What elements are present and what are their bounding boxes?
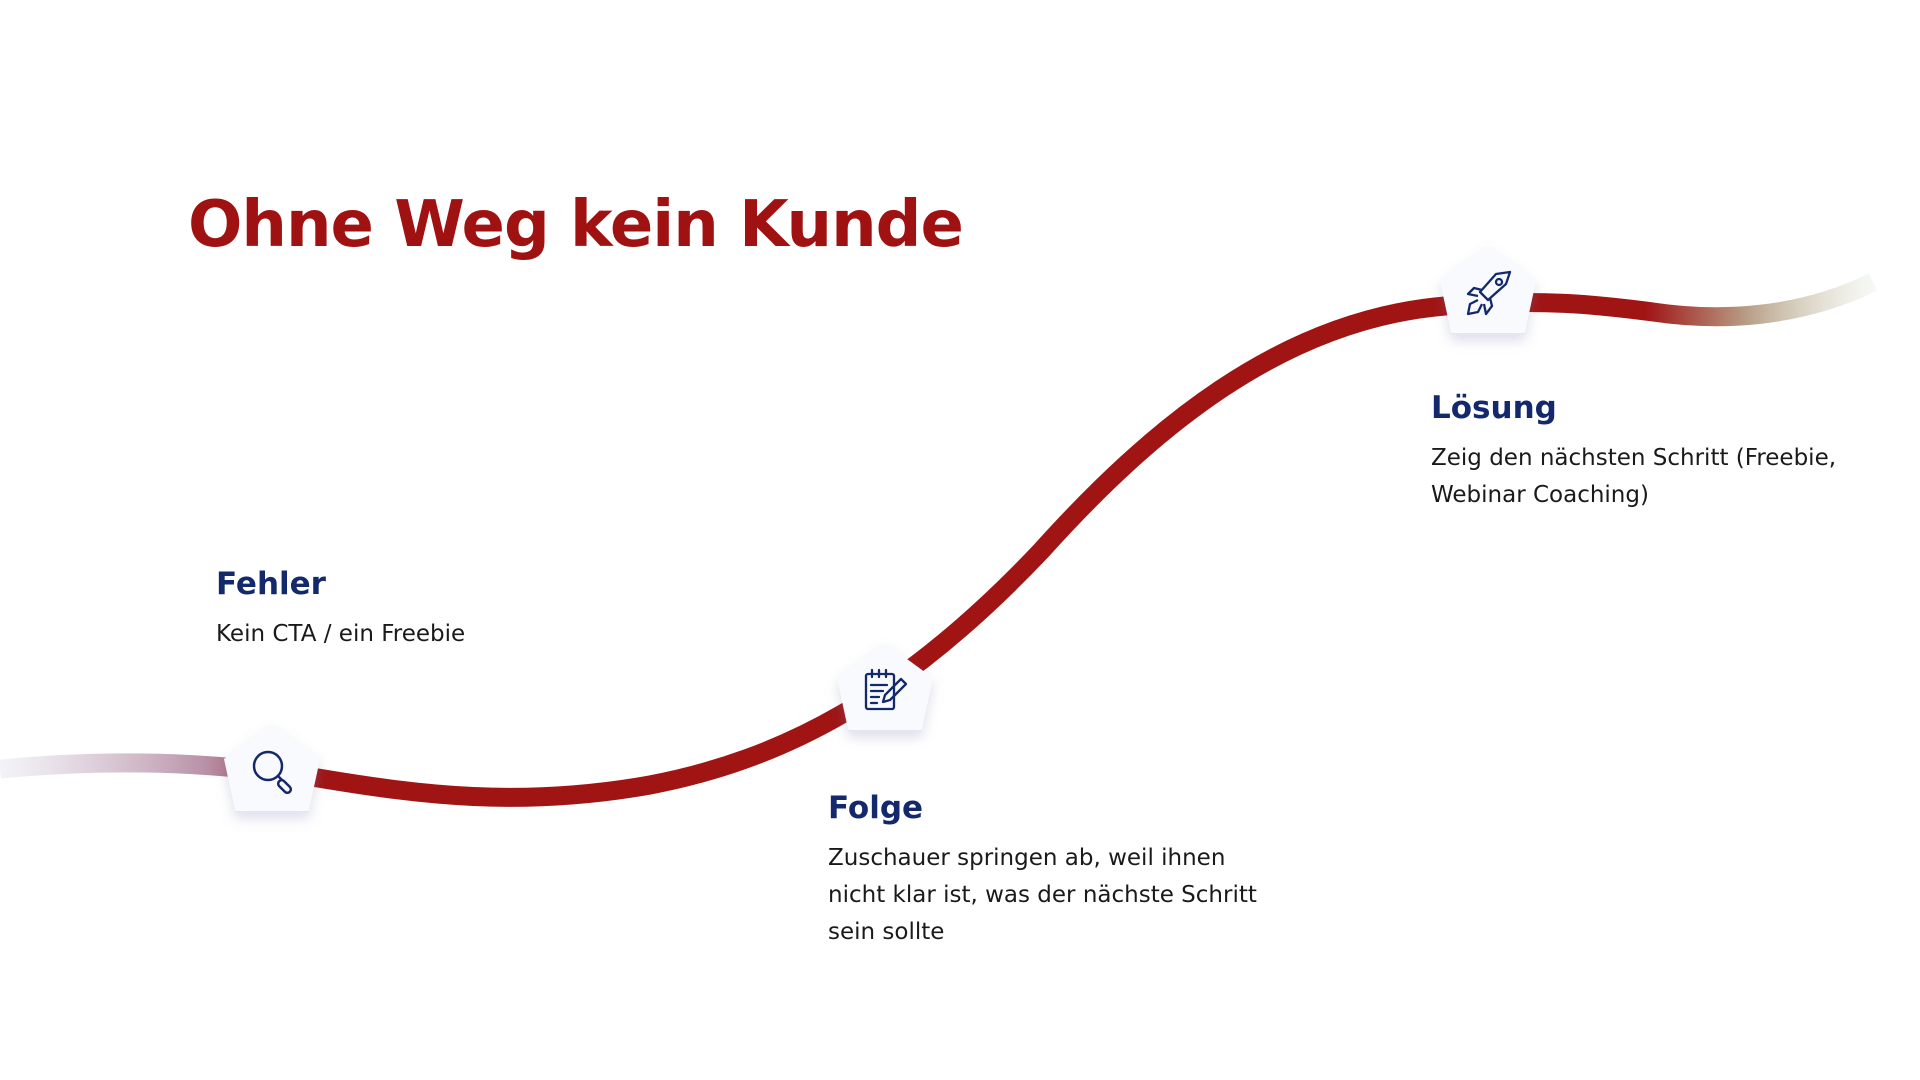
rocket-icon <box>1466 270 1512 316</box>
step-heading: Fehler <box>216 566 326 602</box>
step-heading: Lösung <box>1431 390 1557 426</box>
step-heading: Folge <box>828 790 924 826</box>
notepad-edit-icon <box>864 668 908 711</box>
step-text: Zeig den nächsten Schritt (Freebie, Webi… <box>1431 445 1837 508</box>
step-node-folge <box>837 643 933 735</box>
step-fehler: Fehler Kein CTA / ein Freebie <box>216 566 636 653</box>
step-node-loesung <box>1440 246 1536 338</box>
page-title: Ohne Weg kein Kunde <box>188 188 964 262</box>
step-text: Zuschauer springen ab, weil ihnen nicht … <box>828 845 1257 945</box>
search-icon <box>252 750 293 794</box>
step-text: Kein CTA / ein Freebie <box>216 621 466 647</box>
step-loesung: Lösung Zeig den nächsten Schritt (Freebi… <box>1431 390 1871 514</box>
journey-path <box>0 273 1878 807</box>
step-folge: Folge Zuschauer springen ab, weil ihnen … <box>828 790 1258 951</box>
step-node-fehler <box>224 724 320 816</box>
